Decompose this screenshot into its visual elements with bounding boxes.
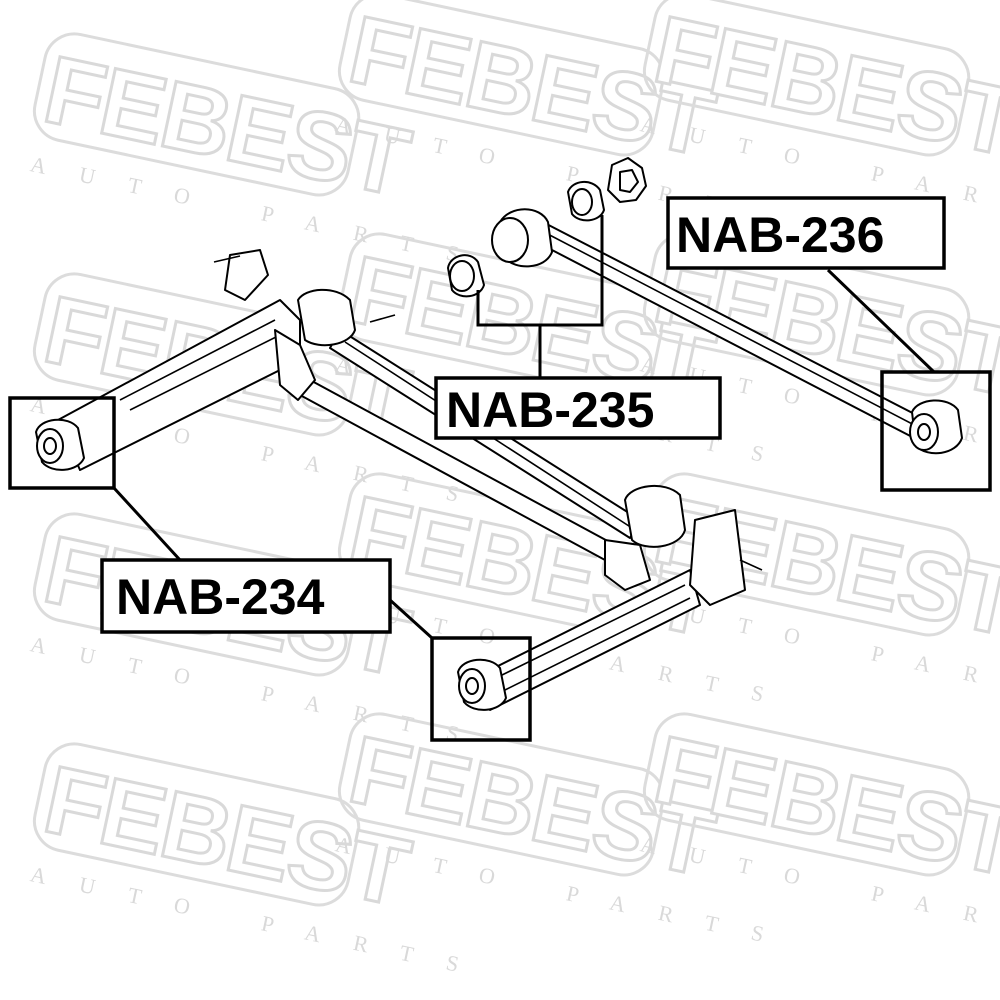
left-arm-bushing: [35, 418, 85, 471]
callout-box-left-bushing: [8, 396, 116, 490]
lateral-link: [491, 208, 931, 441]
label-nab-236-text: NAB-236: [676, 207, 884, 263]
label-nab-234[interactable]: NAB-234: [100, 558, 392, 634]
bushing-set-exploded: [447, 157, 647, 298]
part-labels: NAB-234 NAB-235 NAB-236: [100, 196, 946, 634]
leader-nab-234-right: [388, 598, 434, 640]
callouts: [8, 215, 992, 742]
leader-nab-234-left: [112, 486, 182, 562]
callout-box-right-bushing: [430, 636, 532, 742]
lateral-link-end-bushing: [909, 399, 963, 455]
label-nab-234-text: NAB-234: [116, 569, 325, 625]
label-nab-235[interactable]: NAB-235: [434, 376, 722, 440]
left-trailing-arm: [57, 249, 396, 471]
leader-nab-236: [826, 268, 936, 374]
right-arm-bushing: [457, 658, 507, 711]
label-nab-235-text: NAB-235: [446, 382, 654, 438]
callout-box-lateral-bushing: [880, 370, 992, 492]
right-trailing-arm: [469, 484, 763, 711]
label-nab-236[interactable]: NAB-236: [666, 196, 946, 270]
